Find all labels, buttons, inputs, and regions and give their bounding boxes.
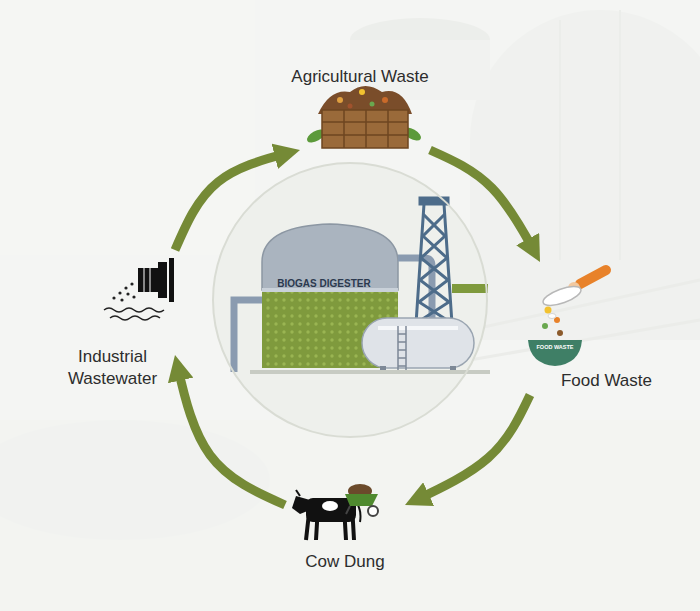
agricultural-waste-icon (370, 102, 375, 107)
agricultural-waste-icon (322, 110, 408, 148)
background-plant (470, 140, 700, 340)
agricultural-waste-icon (348, 104, 353, 109)
food-waste-icon (557, 330, 563, 336)
bowl-label: FOOD WASTE (533, 344, 577, 350)
background-plant (0, 420, 700, 611)
digester-illustration (398, 258, 432, 322)
industrial-outlet-icon (132, 295, 135, 298)
source-node: Industrial Wastewater (50, 250, 175, 398)
background-plant (470, 10, 700, 270)
background-plant (560, 10, 620, 260)
gas-tower (416, 204, 452, 324)
agricultural-waste-icon (382, 97, 388, 103)
agricultural-waste-icon (337, 97, 343, 103)
food-waste-icon (541, 283, 583, 310)
node-label: Agricultural Waste (275, 66, 445, 88)
industrial-outlet-icon (130, 282, 133, 285)
flow-arrow (405, 395, 530, 505)
tank-label: BIOGAS DIGESTER (264, 277, 384, 290)
food-waste-icon (548, 314, 556, 319)
background-plant (350, 18, 490, 62)
node-label: Food Waste (543, 370, 670, 392)
cow-dung-icon (292, 496, 310, 514)
agricultural-waste-icon (322, 110, 408, 148)
cow-dung-icon (356, 502, 361, 522)
ladder (398, 326, 406, 372)
source-node: Agricultural Waste (275, 62, 445, 150)
industrial-outlet-icon (124, 286, 127, 289)
agricultural-waste-icon (359, 89, 365, 95)
food-waste-icon (528, 270, 606, 366)
food-waste-icon (542, 323, 548, 329)
cow-dung-icon (322, 501, 338, 511)
node-label: Industrial Wastewater (50, 346, 175, 390)
flow-arrow (430, 150, 540, 262)
digester-circle: BIOGAS DIGESTER (212, 162, 488, 438)
center-circle-fill (213, 163, 487, 437)
gas-tower (416, 198, 452, 324)
digester-illustration (250, 370, 490, 374)
food-waste-icon (545, 307, 552, 314)
digester-illustration (378, 326, 458, 330)
digester-illustration (450, 366, 456, 372)
digester-illustration (362, 318, 474, 368)
industrial-outlet-icon (169, 258, 174, 302)
background-plant (0, 420, 270, 540)
source-node: Food Waste (515, 262, 670, 395)
cow-dung-icon (346, 506, 350, 514)
digester-illustration (234, 198, 490, 374)
gas-tower (420, 198, 448, 204)
industrial-outlet-icon (104, 258, 174, 320)
cow-dung-icon (306, 504, 354, 540)
source-node: Cow Dung (285, 478, 405, 578)
food-waste-icon (580, 270, 606, 284)
food-waste-icon (528, 340, 582, 366)
industrial-outlet-icon (126, 292, 129, 295)
industrial-outlet-icon (118, 291, 121, 294)
cow-dung-icon (306, 498, 356, 522)
digester-illustration (452, 284, 488, 293)
center-circle-fill (213, 163, 487, 437)
node-label: Cow Dung (285, 551, 405, 573)
digester-illustration (262, 282, 398, 368)
digester-illustration (234, 300, 282, 372)
gas-tower (419, 214, 450, 322)
industrial-outlet-icon (104, 308, 164, 312)
flow-arrow (175, 355, 285, 505)
background-plant (470, 320, 700, 360)
flow-arrow (175, 150, 300, 250)
cow-dung-icon (296, 490, 300, 496)
industrial-outlet-icon (112, 296, 115, 299)
digester-illustration (262, 224, 398, 290)
cow-dung-icon (348, 484, 372, 498)
agricultural-waste-icon (305, 127, 327, 146)
agricultural-waste-icon (401, 125, 423, 144)
food-waste-icon (554, 317, 560, 323)
cow-dung-icon (292, 484, 378, 540)
industrial-outlet-icon (144, 268, 150, 292)
industrial-outlet-icon (138, 268, 160, 292)
digester-illustration (380, 366, 386, 372)
ladder (398, 326, 406, 372)
agricultural-waste-icon (318, 86, 412, 114)
background-plant (470, 280, 700, 330)
cow-dung-icon (368, 506, 378, 516)
cow-dung-icon (345, 494, 378, 506)
food-waste-icon (568, 282, 580, 294)
agricultural-waste-icon (305, 86, 423, 148)
industrial-outlet-icon (120, 298, 123, 301)
industrial-outlet-icon (158, 262, 167, 298)
industrial-outlet-icon (110, 316, 160, 320)
gas-tower (418, 214, 449, 322)
